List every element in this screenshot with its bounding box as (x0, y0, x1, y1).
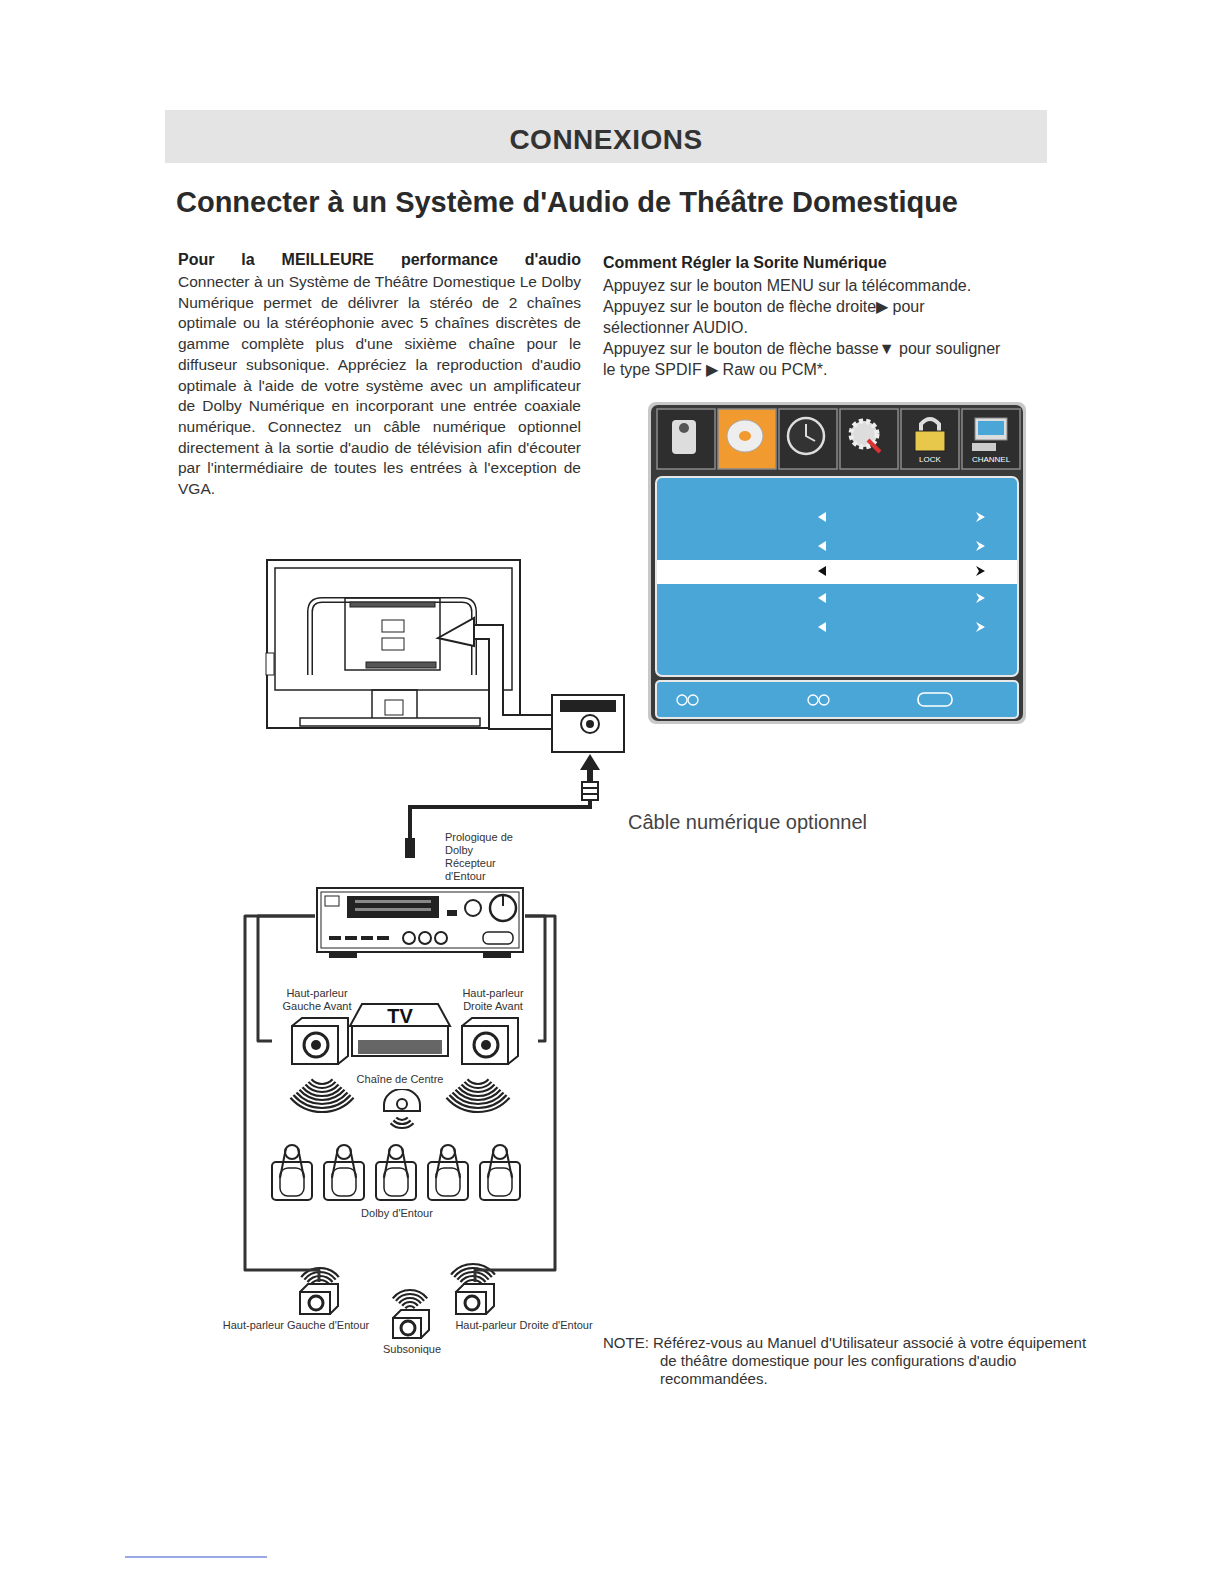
note-text: NOTE: Référez-vous au Manuel d'Utilisate… (603, 1334, 1105, 1388)
instruction-text: Appuyez sur le bouton de flèche basse▼ p… (603, 338, 1003, 380)
sub-symbol (391, 1308, 431, 1340)
section-heading: Connecter à un Système d'Audio de Théâtr… (176, 186, 1036, 219)
speaker-label: Prologique de Dolby Récepteur d'Entour (315, 831, 525, 883)
center-symbol (382, 1089, 422, 1113)
listener-seats: Dolby d'Entour (268, 1138, 526, 1220)
menu-screen (648, 402, 1026, 724)
surround-receiver: Prologique de Dolby Récepteur d'Entour (315, 831, 525, 962)
speaker-surround-left: Haut-parleur Gauche d'Entour (212, 1282, 380, 1332)
speaker-label: Chaîne de Centre (345, 1073, 455, 1086)
tv-back (266, 560, 520, 728)
surround-symbol (298, 1282, 340, 1316)
instruction-text: Appuyez sur le bouton MENU sur la téléco… (603, 275, 1028, 296)
speaker-label: Haut-parleur Droite Avant (448, 987, 538, 1013)
pointer-arrow (438, 618, 552, 722)
instruction-text: Appuyez sur le bouton de flèche droite▶ … (603, 296, 1003, 338)
menu-tab-label: LOCK (901, 455, 959, 464)
speaker-label: Haut-parleur Droite d'Entour (440, 1319, 608, 1332)
speaker-wire (475, 916, 555, 1282)
tv-set: TV (348, 1002, 452, 1060)
cable-label: Câble numérique optionnel (628, 811, 928, 834)
seats-symbol (268, 1138, 526, 1204)
tv-label: TV (348, 1002, 452, 1027)
speaker-label: Subsonique (381, 1343, 443, 1356)
audio-output-jack (552, 695, 624, 752)
speaker-label: Dolby d'Entour (268, 1207, 526, 1220)
speaker-label: Haut-parleur Gauche Avant (272, 987, 362, 1013)
speaker-symbol (460, 1016, 520, 1066)
surround-symbol (454, 1282, 496, 1316)
sound-waves (290, 1079, 509, 1308)
speaker-symbol (290, 1016, 350, 1066)
menu-tab-label: CHANNEL (962, 455, 1020, 464)
receiver-symbol (315, 886, 525, 962)
speaker-wire (525, 916, 545, 1041)
speaker-front-right: Haut-parleur Droite Avant (448, 987, 538, 1066)
speaker-front-left: Haut-parleur Gauche Avant (272, 987, 362, 1066)
speaker-wire (245, 916, 319, 1282)
speaker-surround-right: Haut-parleur Droite d'Entour (440, 1282, 608, 1332)
column-heading: Comment Régler la Sorite Numérique (603, 254, 1023, 272)
footer-rule (125, 1556, 267, 1557)
speaker-label: Haut-parleur Gauche d'Entour (212, 1319, 380, 1332)
column-heading: Pour la MEILLEURE performance d'audio (178, 251, 581, 269)
page-title: CONNEXIONS (165, 124, 1047, 156)
body-text: Connecter à un Système de Théâtre Domest… (178, 272, 581, 500)
center-speaker: Chaîne de Centre (345, 1073, 455, 1113)
subwoofer: Subsonique (381, 1308, 443, 1356)
